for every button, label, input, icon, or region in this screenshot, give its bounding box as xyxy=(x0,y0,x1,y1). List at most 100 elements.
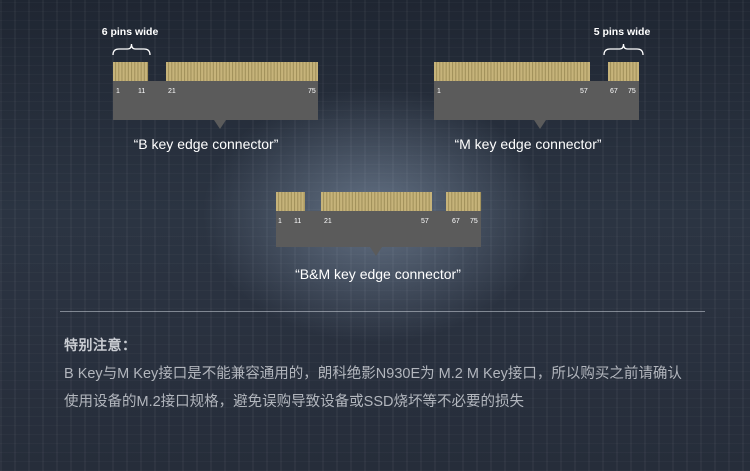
contact-pin xyxy=(503,62,505,81)
contact-pin xyxy=(393,192,395,211)
contact-pin xyxy=(390,192,392,211)
contact-pin xyxy=(308,62,310,81)
contact-pin xyxy=(315,62,317,81)
contact-pin xyxy=(143,62,145,81)
contact-pin xyxy=(425,192,427,211)
note-line: 使用设备的M.2接口规格，避免误购导致设备或SSD烧坏等不必要的损失 xyxy=(64,394,524,410)
contact-pin xyxy=(576,62,578,81)
contact-pin xyxy=(461,62,463,81)
contact-pin xyxy=(619,62,621,81)
contact-pin xyxy=(467,192,469,211)
contact-pin xyxy=(484,62,486,81)
contact-pin xyxy=(264,62,266,81)
pin-number-label: 57 xyxy=(421,218,429,225)
key-pointer xyxy=(534,120,546,129)
contact-pin xyxy=(238,62,240,81)
contact-pin xyxy=(174,62,176,81)
contact-pin xyxy=(471,62,473,81)
connector-board xyxy=(434,81,639,120)
contact-pin xyxy=(422,192,424,211)
contact-pin xyxy=(525,62,527,81)
contact-pin xyxy=(538,62,540,81)
contact-pin xyxy=(412,192,414,211)
contact-pin xyxy=(480,62,482,81)
contact-pin xyxy=(351,192,353,211)
contact-pin xyxy=(554,62,556,81)
contact-pin xyxy=(380,192,382,211)
contact-pin xyxy=(283,62,285,81)
contact-pin xyxy=(519,62,521,81)
key-pointer xyxy=(370,247,382,256)
contact-pin xyxy=(131,62,133,81)
pin-number-label: 1 xyxy=(437,88,441,95)
contact-pin xyxy=(367,192,369,211)
contact-pin xyxy=(121,62,123,81)
pin-number-label: 75 xyxy=(628,88,636,95)
contact-pin xyxy=(464,62,466,81)
callout-brace xyxy=(603,43,644,56)
contact-pin xyxy=(361,192,363,211)
contact-pin xyxy=(137,62,139,81)
pin-number-label: 67 xyxy=(610,88,618,95)
connector-board xyxy=(276,211,481,247)
contact-pin xyxy=(244,62,246,81)
contact-pin xyxy=(296,62,298,81)
contact-pin xyxy=(358,192,360,211)
contact-pin xyxy=(490,62,492,81)
note-line: B Key与M Key接口是不能兼容通用的，朗科绝影N930E为 M.2 M K… xyxy=(64,366,682,382)
contact-pin xyxy=(377,192,379,211)
contact-pin xyxy=(532,62,534,81)
contact-pin xyxy=(345,192,347,211)
contact-pin xyxy=(302,62,304,81)
contact-pin xyxy=(629,62,631,81)
contact-pin xyxy=(396,192,398,211)
contact-pin xyxy=(399,192,401,211)
contact-pin xyxy=(329,192,331,211)
contact-pin xyxy=(445,62,447,81)
contact-pin xyxy=(474,62,476,81)
pin-number-label: 11 xyxy=(294,218,301,225)
key-pointer xyxy=(214,120,226,129)
contact-pin xyxy=(219,62,221,81)
contact-pin xyxy=(118,62,120,81)
contact-pin xyxy=(222,62,224,81)
contact-pin xyxy=(477,62,479,81)
contact-pin xyxy=(276,62,278,81)
contact-pin xyxy=(509,62,511,81)
connector-board xyxy=(113,81,318,120)
contact-pin xyxy=(535,62,537,81)
contact-pin xyxy=(457,192,459,211)
contact-pin xyxy=(622,62,624,81)
contact-pin xyxy=(436,62,438,81)
contact-pin xyxy=(335,192,337,211)
contact-pin xyxy=(460,192,462,211)
contact-pin xyxy=(168,62,170,81)
contact-pin xyxy=(564,62,566,81)
contact-pin xyxy=(570,62,572,81)
contact-pin xyxy=(493,62,495,81)
pin-number-label: 21 xyxy=(168,88,176,95)
contact-pin xyxy=(147,62,149,81)
pin-number-label: 1 xyxy=(278,218,282,225)
contact-pin xyxy=(476,192,478,211)
connector-caption: “M key edge connector” xyxy=(454,136,601,152)
contact-pin xyxy=(528,62,530,81)
contact-pin xyxy=(289,62,291,81)
contact-pin xyxy=(206,62,208,81)
contact-pin xyxy=(586,62,588,81)
contact-pin xyxy=(567,62,569,81)
contact-pin xyxy=(452,62,454,81)
contact-pin xyxy=(632,62,634,81)
contact-pin xyxy=(580,62,582,81)
contact-pin xyxy=(635,62,637,81)
contact-pin xyxy=(506,62,508,81)
contact-pin xyxy=(312,62,314,81)
contact-pin xyxy=(140,62,142,81)
contact-pin xyxy=(548,62,550,81)
contact-pin xyxy=(284,192,286,211)
contact-pin xyxy=(203,62,205,81)
contact-strip xyxy=(434,62,590,81)
callout-brace xyxy=(112,43,151,56)
contact-pin xyxy=(193,62,195,81)
contact-pin xyxy=(468,62,470,81)
